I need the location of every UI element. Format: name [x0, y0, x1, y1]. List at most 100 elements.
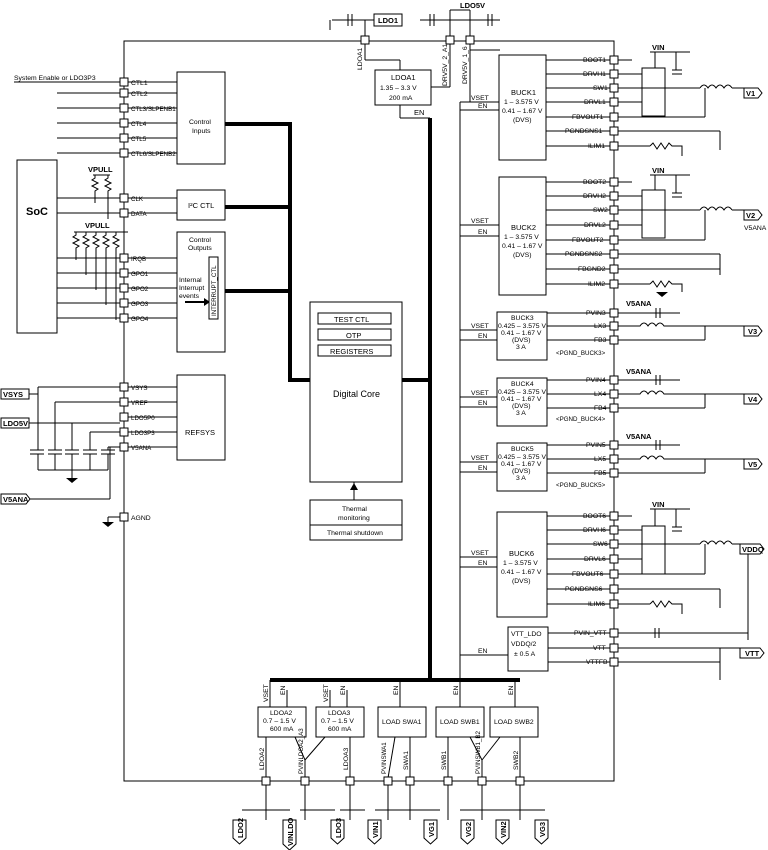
registers-box: [317, 344, 392, 357]
pin-pvinswa1: PVINSWA1: [381, 742, 388, 774]
buck3-v5ana: V5ANA: [626, 299, 652, 308]
vtt-current: ± 0.5 A: [514, 651, 536, 658]
buck5-current: 3 A: [516, 475, 526, 482]
ldoa1-range: 1.35 – 3.3 V: [380, 85, 417, 92]
pin-pvinswb1-b2: PVINSWB1_B2: [475, 730, 482, 774]
ldoa3-vset: VSET: [323, 684, 330, 702]
buck3-en: EN: [478, 333, 488, 340]
load-swa1-block: [377, 706, 427, 738]
pin-ilim6: ILIM6: [588, 601, 605, 608]
pin-ctl5: CTL5: [131, 136, 147, 143]
pin-drvl6: DRVL6: [584, 556, 606, 563]
buck3-pgnd: <PGND_BUCK3>: [556, 350, 606, 357]
buck6-output: VDDQ: [742, 545, 764, 554]
buck5-output: V5: [748, 460, 757, 469]
left-pins: [119, 77, 129, 522]
buck6-external: VIN VDDQ: [618, 500, 765, 640]
buck2-range2: 0.41 – 1.67 V: [502, 243, 543, 250]
buck2-range1: 1 – 3.575 V: [504, 234, 539, 241]
buck2-lines: [460, 181, 610, 285]
ldoa3-block: [315, 706, 365, 738]
pin-sw1: SW1: [593, 85, 608, 92]
ldoa1-current: 200 mA: [389, 95, 413, 102]
pin-pvin4: PVIN4: [586, 377, 606, 384]
buck6-lines: [460, 515, 610, 605]
buck4-dvs: (DVS): [512, 403, 531, 410]
buck6-vin: VIN: [652, 500, 665, 509]
vtt-en: EN: [478, 648, 488, 655]
bottom-terminal-wiring: [242, 785, 545, 820]
pin-ctl4: CTL4: [131, 121, 147, 128]
pin-ctl1: CTL1: [131, 80, 148, 87]
buck4-range2: 0.41 – 1.67 V: [501, 396, 542, 403]
buck2-output: V2: [746, 211, 755, 220]
buck6-range1: 1 – 3.575 V: [503, 560, 538, 567]
buck1-output: V1: [746, 89, 755, 98]
pin-pvin-vtt: PVIN_VTT: [574, 630, 606, 637]
pin-agnd: AGND: [131, 515, 151, 522]
buck1-name: BUCK1: [511, 88, 536, 97]
buck4-block: [496, 377, 548, 427]
thermal-monitoring-line2: monitoring: [338, 515, 370, 522]
ldo1-label: LDO1: [378, 16, 398, 25]
pin-sw2: SW2: [593, 207, 608, 214]
buck3-dvs: (DVS): [512, 337, 531, 344]
pin-vtt: VTT: [593, 645, 606, 652]
pin-fb5: FB5: [594, 470, 607, 477]
buck5-en: EN: [478, 465, 488, 472]
buck1-vin: VIN: [652, 43, 665, 52]
pin-pgndsns1: PGNDSNS1: [565, 128, 603, 135]
internal-interrupt-line3: events: [179, 293, 200, 300]
buck5-group: BUCK5 0.425 – 3.575 V 0.41 – 1.67 V (DVS…: [460, 432, 763, 492]
buck4-group: BUCK4 0.425 – 3.575 V 0.41 – 1.67 V (DVS…: [460, 367, 763, 427]
pin-gpo2: GPO2: [131, 286, 149, 293]
terminal-vin2: VIN2: [499, 821, 508, 838]
buck4-output: V4: [748, 395, 758, 404]
system-enable-label: System Enable or LDO3P3: [14, 75, 96, 82]
pin-gpo1: GPO1: [131, 271, 149, 278]
buck4-current: 3 A: [516, 410, 526, 417]
pin-lx4: LX4: [594, 391, 606, 398]
pin-pgndsns2: PGNDSNS2: [565, 251, 603, 258]
buck5-range1: 0.425 – 3.575 V: [498, 454, 546, 461]
pin-fb3: FB3: [594, 337, 607, 344]
buck1-external: VIN V1: [618, 43, 763, 156]
soc-control-bus: [57, 92, 124, 319]
bottom-pins: [261, 776, 525, 786]
pin-ctl2: CTL2: [131, 91, 148, 98]
pin-vsys: VSYS: [131, 385, 148, 392]
swb2-en: EN: [508, 685, 515, 695]
buck2-vset: VSET: [471, 218, 489, 225]
buck5-vset: VSET: [471, 455, 489, 462]
vtt-vddq: VDDQ/2: [511, 641, 537, 648]
refsys-block: [176, 374, 226, 461]
buck5-pgnd: <PGND_BUCK5>: [556, 482, 606, 489]
buck3-name: BUCK3: [511, 315, 534, 322]
pin-ldoa3: LDOA3: [343, 747, 350, 770]
buck3-current: 3 A: [516, 344, 526, 351]
buck4-vset: VSET: [471, 390, 489, 397]
pin-ldo3p3: LDO3P3: [131, 430, 155, 437]
thermal-shutdown-block: [309, 524, 403, 541]
buck3-group: BUCK3 0.425 – 3.575 V 0.41 – 1.67 V (DVS…: [460, 299, 763, 361]
v5ana-rail-label: V5ANA: [3, 495, 29, 504]
pin-data: DATA: [131, 211, 147, 218]
buck6-range2: 0.41 – 1.67 V: [501, 569, 542, 576]
terminal-vg3: VG3: [538, 822, 547, 837]
buck2-block: [498, 176, 547, 296]
internal-interrupt-line1: Internal: [179, 277, 202, 284]
buck2-vin: VIN: [652, 166, 665, 175]
buck2-output-sub: V5ANA: [744, 225, 767, 232]
buck3-range1: 0.425 – 3.575 V: [498, 323, 546, 330]
digital-core-label: Digital Core: [333, 389, 380, 399]
terminal-vg1: VG1: [427, 822, 436, 837]
pin-drvh1: DRVH1: [583, 71, 606, 78]
pin-ldo5p0: LDO5P0: [131, 415, 155, 422]
ldoa3-en: EN: [340, 685, 347, 695]
interrupt-ctl-block: [208, 256, 219, 320]
pin-ctl6: CTL6/SLPENB2: [131, 151, 176, 158]
control-inputs-line1: Control: [189, 119, 211, 126]
buck1-vset: VSET: [471, 95, 489, 102]
pin-vttfb: VTTFB: [586, 659, 608, 666]
pin-gpo4: GPO4: [131, 316, 149, 323]
